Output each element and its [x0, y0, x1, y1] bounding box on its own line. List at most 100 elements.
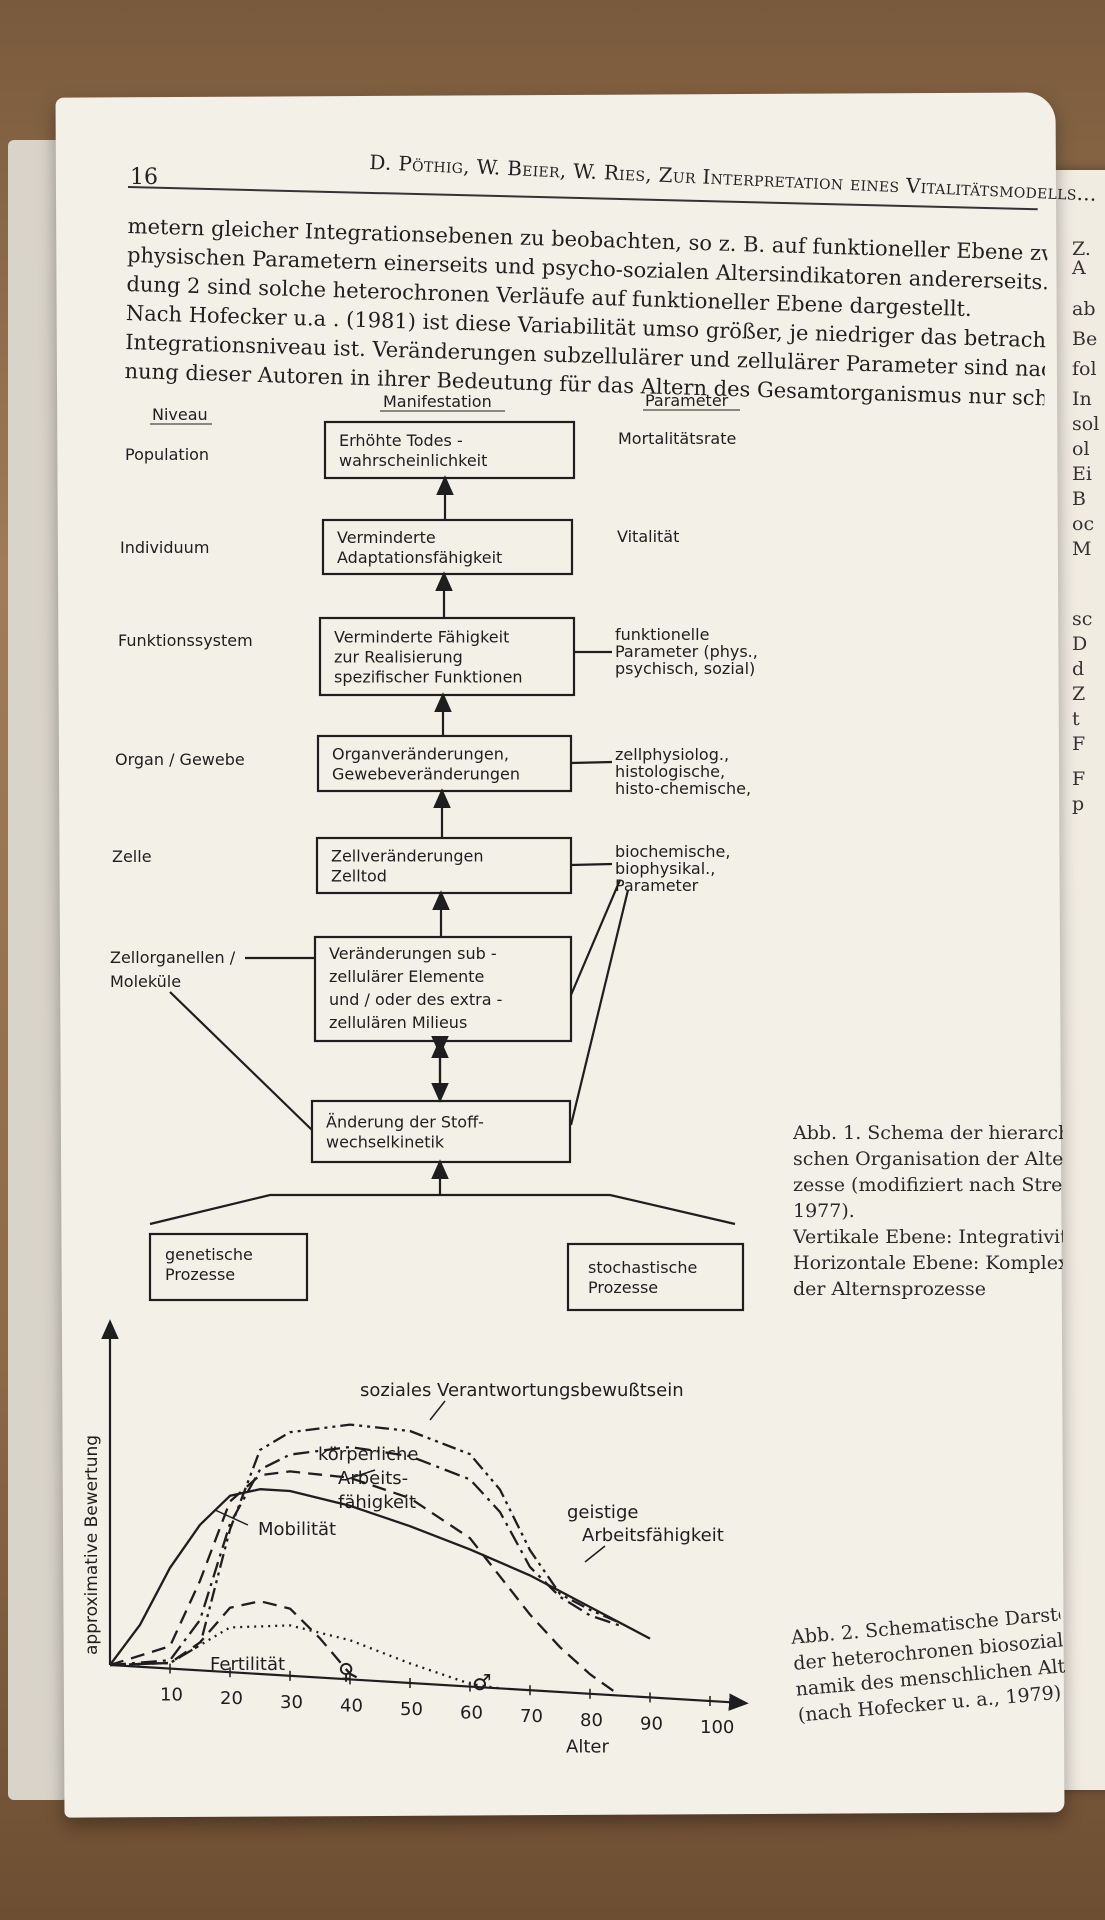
header-manifestation: Manifestation: [383, 392, 492, 411]
level-label: Population: [125, 445, 209, 464]
facing-page-fragment: F: [1072, 733, 1086, 755]
series-label-social: soziales Verantwortungsbewußtsein: [360, 1380, 684, 1401]
series-label-fertility: Fertilität: [210, 1654, 285, 1675]
parameter-text: Mortalitätsrate: [618, 429, 736, 448]
level-label: Zelle: [112, 847, 152, 866]
base-box-genetic: [148, 1232, 309, 1302]
series-line: [109, 1445, 621, 1667]
parameter-text: psychisch, sozial): [615, 659, 755, 678]
caption-line: 1977).: [793, 1200, 855, 1222]
parameter-text: funktionelle: [615, 625, 709, 644]
base-text: genetische: [165, 1245, 253, 1264]
x-tick-label: 70: [520, 1706, 543, 1727]
series-line: [109, 1600, 363, 1682]
x-tick-label: 50: [400, 1699, 423, 1720]
box-text: Gewebeveränderungen: [332, 765, 520, 784]
caption-line: Abb. 1. Schema der hierarchi-: [793, 1122, 1063, 1144]
parameter-text: biochemische,: [615, 842, 730, 861]
facing-page-fragment: oc: [1072, 513, 1095, 535]
facing-page-fragment: Z. A: [1072, 238, 1091, 279]
male-symbol: ♂: [472, 1671, 492, 1696]
box-text: Verminderte: [337, 528, 436, 547]
facing-page-fragment: B: [1072, 488, 1086, 510]
level-label: Funktionssystem: [118, 631, 253, 650]
connector-line: [569, 889, 630, 1126]
box-text: zellulärer Elemente: [329, 967, 484, 986]
base-box-stochastic: [566, 1242, 745, 1312]
page-number: 16: [130, 165, 158, 190]
facing-page-fragment: sol: [1072, 413, 1100, 435]
header-niveau: Niveau: [152, 405, 208, 424]
box-text: Organveränderungen,: [332, 745, 509, 764]
x-tick-label: 100: [700, 1717, 734, 1738]
x-tick-label: 10: [160, 1685, 183, 1706]
parameter-text: zellphysiolog.,: [615, 745, 729, 764]
header-parameter: Parameter: [645, 391, 729, 410]
series-label-mental: Arbeitsfähigkeit: [582, 1525, 724, 1546]
connector-line: [569, 879, 622, 996]
series-label-physical: körperliche: [318, 1444, 418, 1465]
series-label-mobility: Mobilität: [258, 1519, 336, 1540]
parameter-text: Parameter (phys.,: [615, 642, 758, 661]
x-tick-label: 80: [580, 1710, 603, 1731]
parameter-text: biophysikal.,: [615, 859, 715, 878]
series-line: [109, 1488, 651, 1666]
parameter-text: histo-chemische,: [615, 779, 751, 798]
facing-page-fragment: ol: [1072, 438, 1090, 460]
series-label-mental: geistige: [567, 1502, 638, 1523]
series-label-physical: Arbeits-: [338, 1468, 408, 1489]
facing-page-fragment: D: [1072, 633, 1088, 655]
base-roof: [149, 1193, 736, 1226]
box-text: Verminderte Fähigkeit: [334, 628, 509, 647]
box-text: und / oder des extra -: [329, 990, 502, 1009]
x-tick-label: 40: [340, 1695, 363, 1716]
facing-page-fragment: Be: [1072, 328, 1098, 350]
box-text: zellulären Milieus: [329, 1013, 467, 1032]
facing-page-fragment: fol: [1072, 358, 1097, 380]
y-axis-label: approximative Bewertung: [82, 1435, 102, 1655]
series-line: [109, 1470, 621, 1697]
facing-page-fragment: Z: [1072, 683, 1086, 705]
box-text: spezifischer Funktionen: [334, 668, 523, 687]
series-line: [109, 1624, 501, 1690]
base-text: stochastische: [588, 1258, 697, 1277]
parameter-text: Parameter: [615, 876, 699, 895]
female-symbol: ♀: [338, 1660, 354, 1685]
box-text: Zellveränderungen: [331, 847, 484, 866]
x-axis-label: Alter: [566, 1736, 609, 1757]
facing-page-fragment: In: [1072, 388, 1092, 410]
caption-line: der Alternsprozesse: [793, 1278, 986, 1300]
series-label-physical: fähigkeit: [338, 1492, 416, 1513]
box-text: Zelltod: [331, 867, 387, 886]
facing-page-fragment: F: [1072, 768, 1086, 790]
parameter-text: Vitalität: [617, 527, 679, 546]
facing-page-fragment: Ei: [1072, 463, 1092, 485]
facing-page-fragment: sc: [1072, 608, 1093, 630]
figure1-caption: Abb. 1. Schema der hierarchi- schen Orga…: [793, 1120, 1063, 1302]
caption-line: Horizontale Ebene: Komplexität: [793, 1252, 1063, 1274]
parameter-text: histologische,: [615, 762, 725, 781]
facing-page-fragment: d: [1072, 658, 1085, 680]
series-line: [109, 1423, 621, 1667]
caption-line: zesse (modifiziert nach Strehler,: [793, 1174, 1063, 1196]
box-text: zur Realisierung: [334, 648, 463, 667]
facing-page-fragment: p: [1072, 793, 1085, 815]
box-text: Änderung der Stoff-: [326, 1113, 484, 1132]
box-text: wechselkinetik: [326, 1133, 445, 1152]
caption-line: Vertikale Ebene: Integrativität: [793, 1226, 1063, 1248]
x-tick-label: 60: [460, 1703, 483, 1724]
manifestation-box: [310, 1099, 572, 1164]
facing-page-fragment: ab: [1072, 298, 1096, 320]
box-text: Veränderungen sub -: [329, 944, 497, 963]
level-label: Zellorganellen /: [110, 948, 236, 967]
level-label: Moleküle: [110, 972, 181, 991]
x-axis: [109, 1663, 749, 1711]
box-text: Adaptationsfähigkeit: [337, 548, 502, 567]
facing-page-fragment: t: [1072, 708, 1080, 730]
x-tick-label: 30: [280, 1692, 303, 1713]
x-tick-label: 20: [220, 1688, 243, 1709]
level-label: Organ / Gewebe: [115, 750, 245, 769]
